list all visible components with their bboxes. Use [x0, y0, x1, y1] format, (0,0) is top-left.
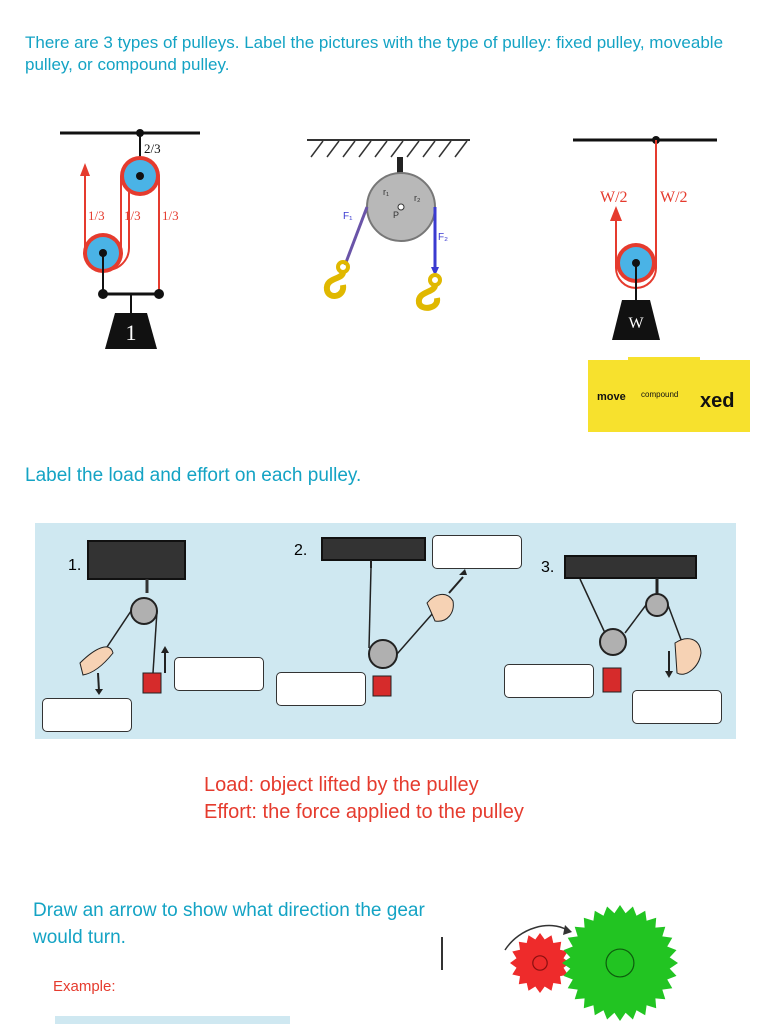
word-chip-moveable[interactable]: move — [597, 391, 626, 403]
r1-label: r₁ — [383, 187, 389, 197]
load-definition: Load: object lifted by the pulley — [204, 774, 479, 796]
label-two-thirds: 2/3 — [144, 141, 161, 156]
compound-pulley-figure: 1 2/3 1/3 1/3 1/3 — [60, 129, 200, 349]
answer-box-2b[interactable] — [432, 535, 522, 569]
load-effort-panel: 1. 2. 3. — [35, 523, 736, 739]
f1-label: F₁ — [343, 211, 353, 222]
large-green-gear-icon — [562, 905, 678, 1021]
rotation-arrow-icon — [504, 924, 568, 951]
answer-box-1a[interactable] — [42, 698, 132, 732]
example-label: Example: — [53, 978, 116, 995]
pulley-drawings — [79, 537, 702, 697]
panel-number-3: 3. — [541, 559, 555, 576]
small-red-gear-icon — [510, 933, 570, 993]
gears-figure — [504, 905, 678, 1021]
label-one-third-b: 1/3 — [124, 208, 141, 223]
answer-box-3a[interactable] — [504, 664, 594, 698]
answer-box-2a[interactable] — [276, 672, 366, 706]
question-3-text: Draw an arrow to show what direction the… — [33, 900, 425, 948]
answer-box-3b[interactable] — [632, 690, 722, 724]
effort-definition: Effort: the force applied to the pulley — [204, 801, 524, 823]
word-bank-note-tab — [628, 357, 700, 367]
answer-box-1b[interactable] — [174, 657, 264, 691]
label-w2-left: W/2 — [600, 189, 628, 206]
f2-label: F₂ — [438, 232, 448, 243]
word-chip-fixed[interactable]: xed — [700, 390, 735, 412]
label-w2-right: W/2 — [660, 189, 688, 206]
question-1-text: There are 3 types of pulleys. Label the … — [25, 33, 724, 74]
question-2-text: Label the load and effort on each pulley… — [25, 465, 362, 486]
example-image-strip — [55, 1016, 290, 1024]
word-bank-note — [588, 360, 750, 432]
weight-label: 1 — [126, 320, 137, 345]
word-chip-compound[interactable]: compound — [641, 390, 679, 399]
label-one-third-c: 1/3 — [162, 208, 179, 223]
text-cursor — [441, 937, 443, 970]
r2-label: r₂ — [414, 193, 421, 203]
panel-number-2: 2. — [294, 542, 308, 559]
movable-pulley-figure: W W/2 W/2 — [573, 136, 717, 340]
label-one-third-a: 1/3 — [88, 208, 105, 223]
p-label: P — [393, 210, 399, 220]
definitions: Load: object lifted by the pulley Effort… — [204, 772, 524, 826]
weight-label-w: W — [628, 315, 644, 332]
fixed-pulley-figure: F₁ F₂ r₁ r₂ P — [307, 139, 470, 311]
panel-number-1: 1. — [68, 557, 82, 574]
